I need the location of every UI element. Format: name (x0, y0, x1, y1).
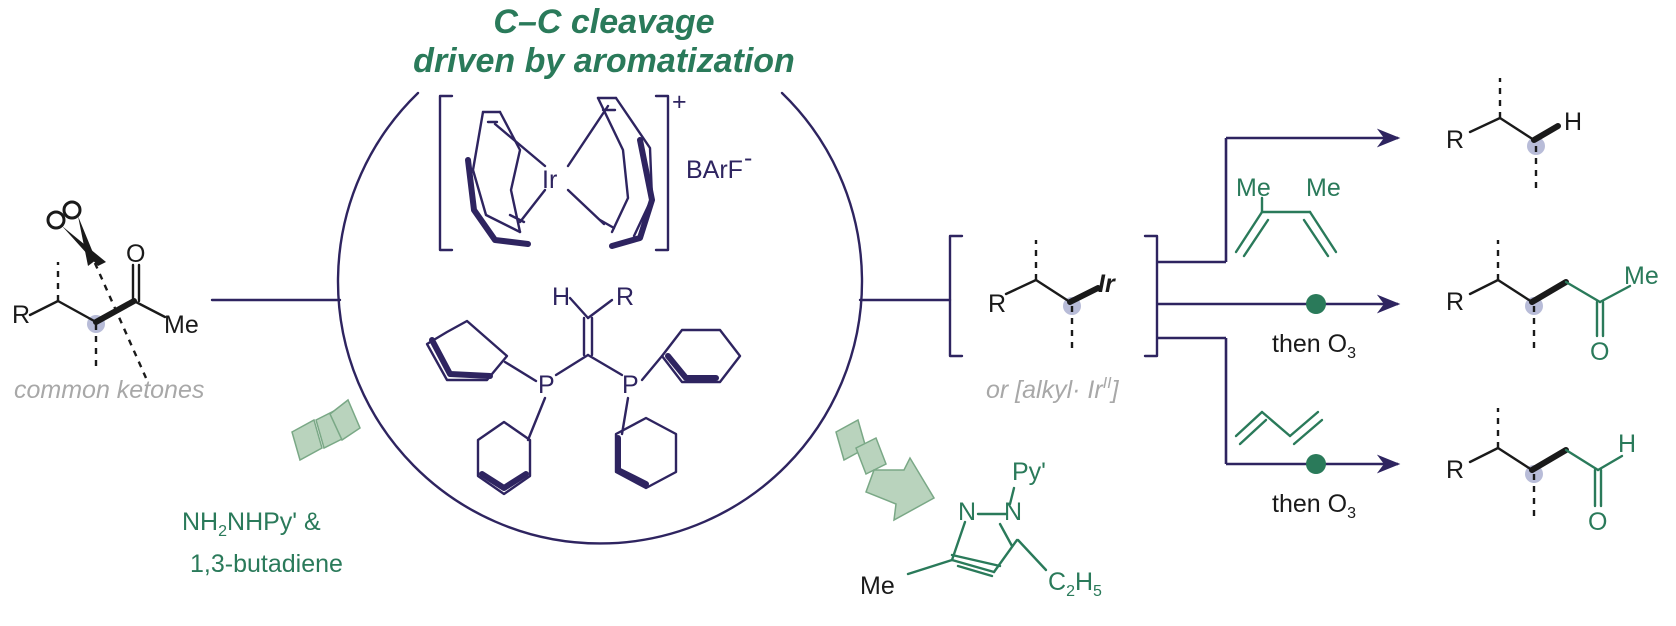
title-line2: driven by aromatization (413, 42, 795, 80)
iridium-label: Ir (542, 166, 557, 194)
diene-me-right: Me (1306, 174, 1341, 202)
counterion-label: BArF (686, 156, 743, 184)
phenyl-ring-lower-right (614, 396, 678, 490)
cleavage-line (88, 251, 148, 379)
substrate-r: R (12, 301, 30, 329)
pyrazole-n2: N (958, 498, 976, 526)
ligand-r: R (616, 283, 634, 311)
phenyl-ring-upper-right (640, 328, 742, 384)
substrate-oxygen: O (126, 240, 145, 268)
dimethylbutadiene: Me Me (1234, 174, 1341, 258)
butadiene (1234, 410, 1324, 446)
substrate-ketone: R O Me (12, 240, 199, 379)
substrate-caption: common ketones (14, 376, 204, 404)
phosphorus-right: P (622, 371, 639, 399)
counterion-sup: - (744, 144, 752, 172)
reagent-dot-middle (1306, 294, 1326, 314)
chevrons-left (291, 398, 361, 462)
phenyl-ring-upper-left (425, 319, 538, 383)
product-middle: R Me O (1446, 240, 1659, 366)
complex-charge: + (672, 88, 687, 116)
product-bottom-o: O (1588, 508, 1607, 536)
intermediate-r: R (988, 290, 1006, 318)
product-middle-me: Me (1624, 262, 1659, 290)
pyrazole-n1: N (1004, 498, 1022, 526)
reagent-ozone-bottom: then O3 (1272, 490, 1356, 522)
branch-arrows (1157, 128, 1401, 474)
reagent-dot-bottom (1306, 454, 1326, 474)
pyrazole-methyl: Me (860, 572, 895, 600)
scissors-icon (46, 200, 106, 266)
ir-cod-complex: + Ir (438, 88, 687, 252)
substrate-methyl: Me (164, 311, 199, 339)
product-middle-r: R (1446, 288, 1464, 316)
ligand-h: H (552, 283, 570, 311)
alkyl-ir-intermediate: R Ir (948, 234, 1159, 358)
intermediate-caption: or [alkyl· IrII] (986, 375, 1120, 404)
phenyl-ring-lower-left (476, 396, 547, 496)
reagent-ozone-middle: then O3 (1272, 330, 1356, 362)
diene-me-left: Me (1236, 174, 1271, 202)
chevrons-right (835, 418, 936, 522)
title-line1: C–C cleavage (493, 3, 714, 41)
product-bottom-h: H (1618, 430, 1636, 458)
pyrazole-py: Py' (1012, 458, 1046, 486)
intermediate-ir: Ir (1098, 270, 1116, 298)
product-top-h: H (1564, 108, 1582, 136)
catalyst-circle (336, 91, 864, 545)
product-bottom: R H O (1446, 408, 1636, 536)
product-bottom-r: R (1446, 456, 1464, 484)
pyrazole-ethyl: C2H5 (1048, 568, 1102, 600)
phosphorus-left: P (538, 371, 555, 399)
pyrazole-product: N N Py' Me C2H5 (860, 458, 1102, 600)
product-top: R H (1446, 78, 1582, 192)
reagent-line2: 1,3-butadiene (190, 550, 343, 578)
reagent-line1: NH2NHPy' & (182, 508, 321, 540)
bisphosphine-ligand: H R P P (425, 283, 742, 496)
product-middle-o: O (1590, 338, 1609, 366)
product-top-r: R (1446, 126, 1464, 154)
